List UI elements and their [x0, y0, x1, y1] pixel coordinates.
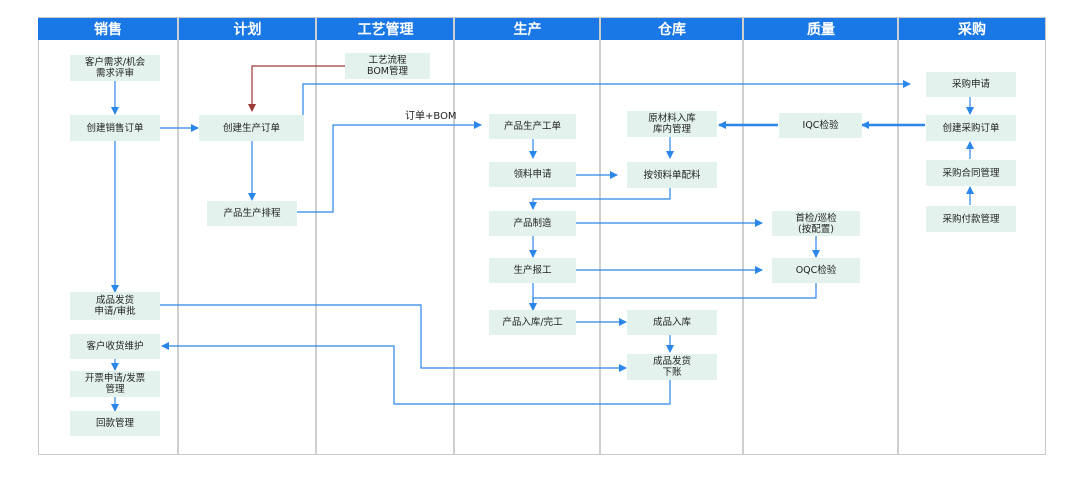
- node-raw-material-inbound: 原材料入库 库内管理: [627, 111, 717, 137]
- node-iqc: IQC检验: [779, 113, 862, 138]
- node-payment-collection: 回款管理: [70, 411, 160, 436]
- node-invoice: 开票申请/发票 管理: [70, 371, 160, 397]
- node-create-sales-order: 创建销售订单: [70, 115, 160, 141]
- node-first-inspection: 首检/巡检 (按配置): [772, 211, 860, 236]
- node-fg-inbound: 成品入库: [627, 310, 717, 335]
- lane-header-planning: 计划: [179, 18, 316, 40]
- label-order-bom: 订单+BOM: [405, 111, 457, 122]
- node-production-scheduling: 产品生产排程: [207, 201, 297, 226]
- node-process-bom: 工艺流程 BOM管理: [345, 53, 430, 79]
- lane-divider: [177, 18, 179, 455]
- diagram-frame: [38, 17, 1046, 455]
- node-create-purchase-order: 创建采购订单: [926, 115, 1016, 141]
- node-production-report: 生产报工: [489, 258, 576, 283]
- node-fg-shipping: 成品发货 下账: [627, 354, 717, 380]
- lane-header-purchasing: 采购: [899, 18, 1045, 40]
- node-material-request: 领料申请: [489, 162, 576, 187]
- node-customer-demand: 客户需求/机会 需求评审: [70, 55, 160, 81]
- lane-divider: [742, 18, 744, 455]
- node-production-inbound: 产品入库/完工: [489, 310, 576, 335]
- node-picking: 按领料单配料: [627, 162, 717, 188]
- lane-header-production: 生产: [455, 18, 600, 40]
- lane-divider: [453, 18, 455, 455]
- node-purchase-request: 采购申请: [926, 72, 1016, 97]
- node-production-work-order: 产品生产工单: [489, 114, 576, 139]
- lane-divider: [315, 18, 317, 455]
- node-purchase-payment: 采购付款管理: [926, 206, 1016, 232]
- lane-divider: [897, 18, 899, 455]
- node-create-production-order: 创建生产订单: [199, 115, 304, 141]
- node-oqc: OQC检验: [772, 258, 860, 283]
- node-manufacturing: 产品制造: [489, 211, 576, 236]
- node-ship-request: 成品发货 申请/审批: [70, 292, 160, 320]
- lane-header-sales: 销售: [38, 18, 178, 40]
- lane-header-quality: 质量: [744, 18, 898, 40]
- node-customer-receipt: 客户收货维护: [70, 334, 160, 359]
- lane-header-process-management: 工艺管理: [317, 18, 454, 40]
- lane-divider: [599, 18, 601, 455]
- node-purchase-contract: 采购合同管理: [926, 160, 1016, 186]
- lane-header-warehouse: 仓库: [601, 18, 743, 40]
